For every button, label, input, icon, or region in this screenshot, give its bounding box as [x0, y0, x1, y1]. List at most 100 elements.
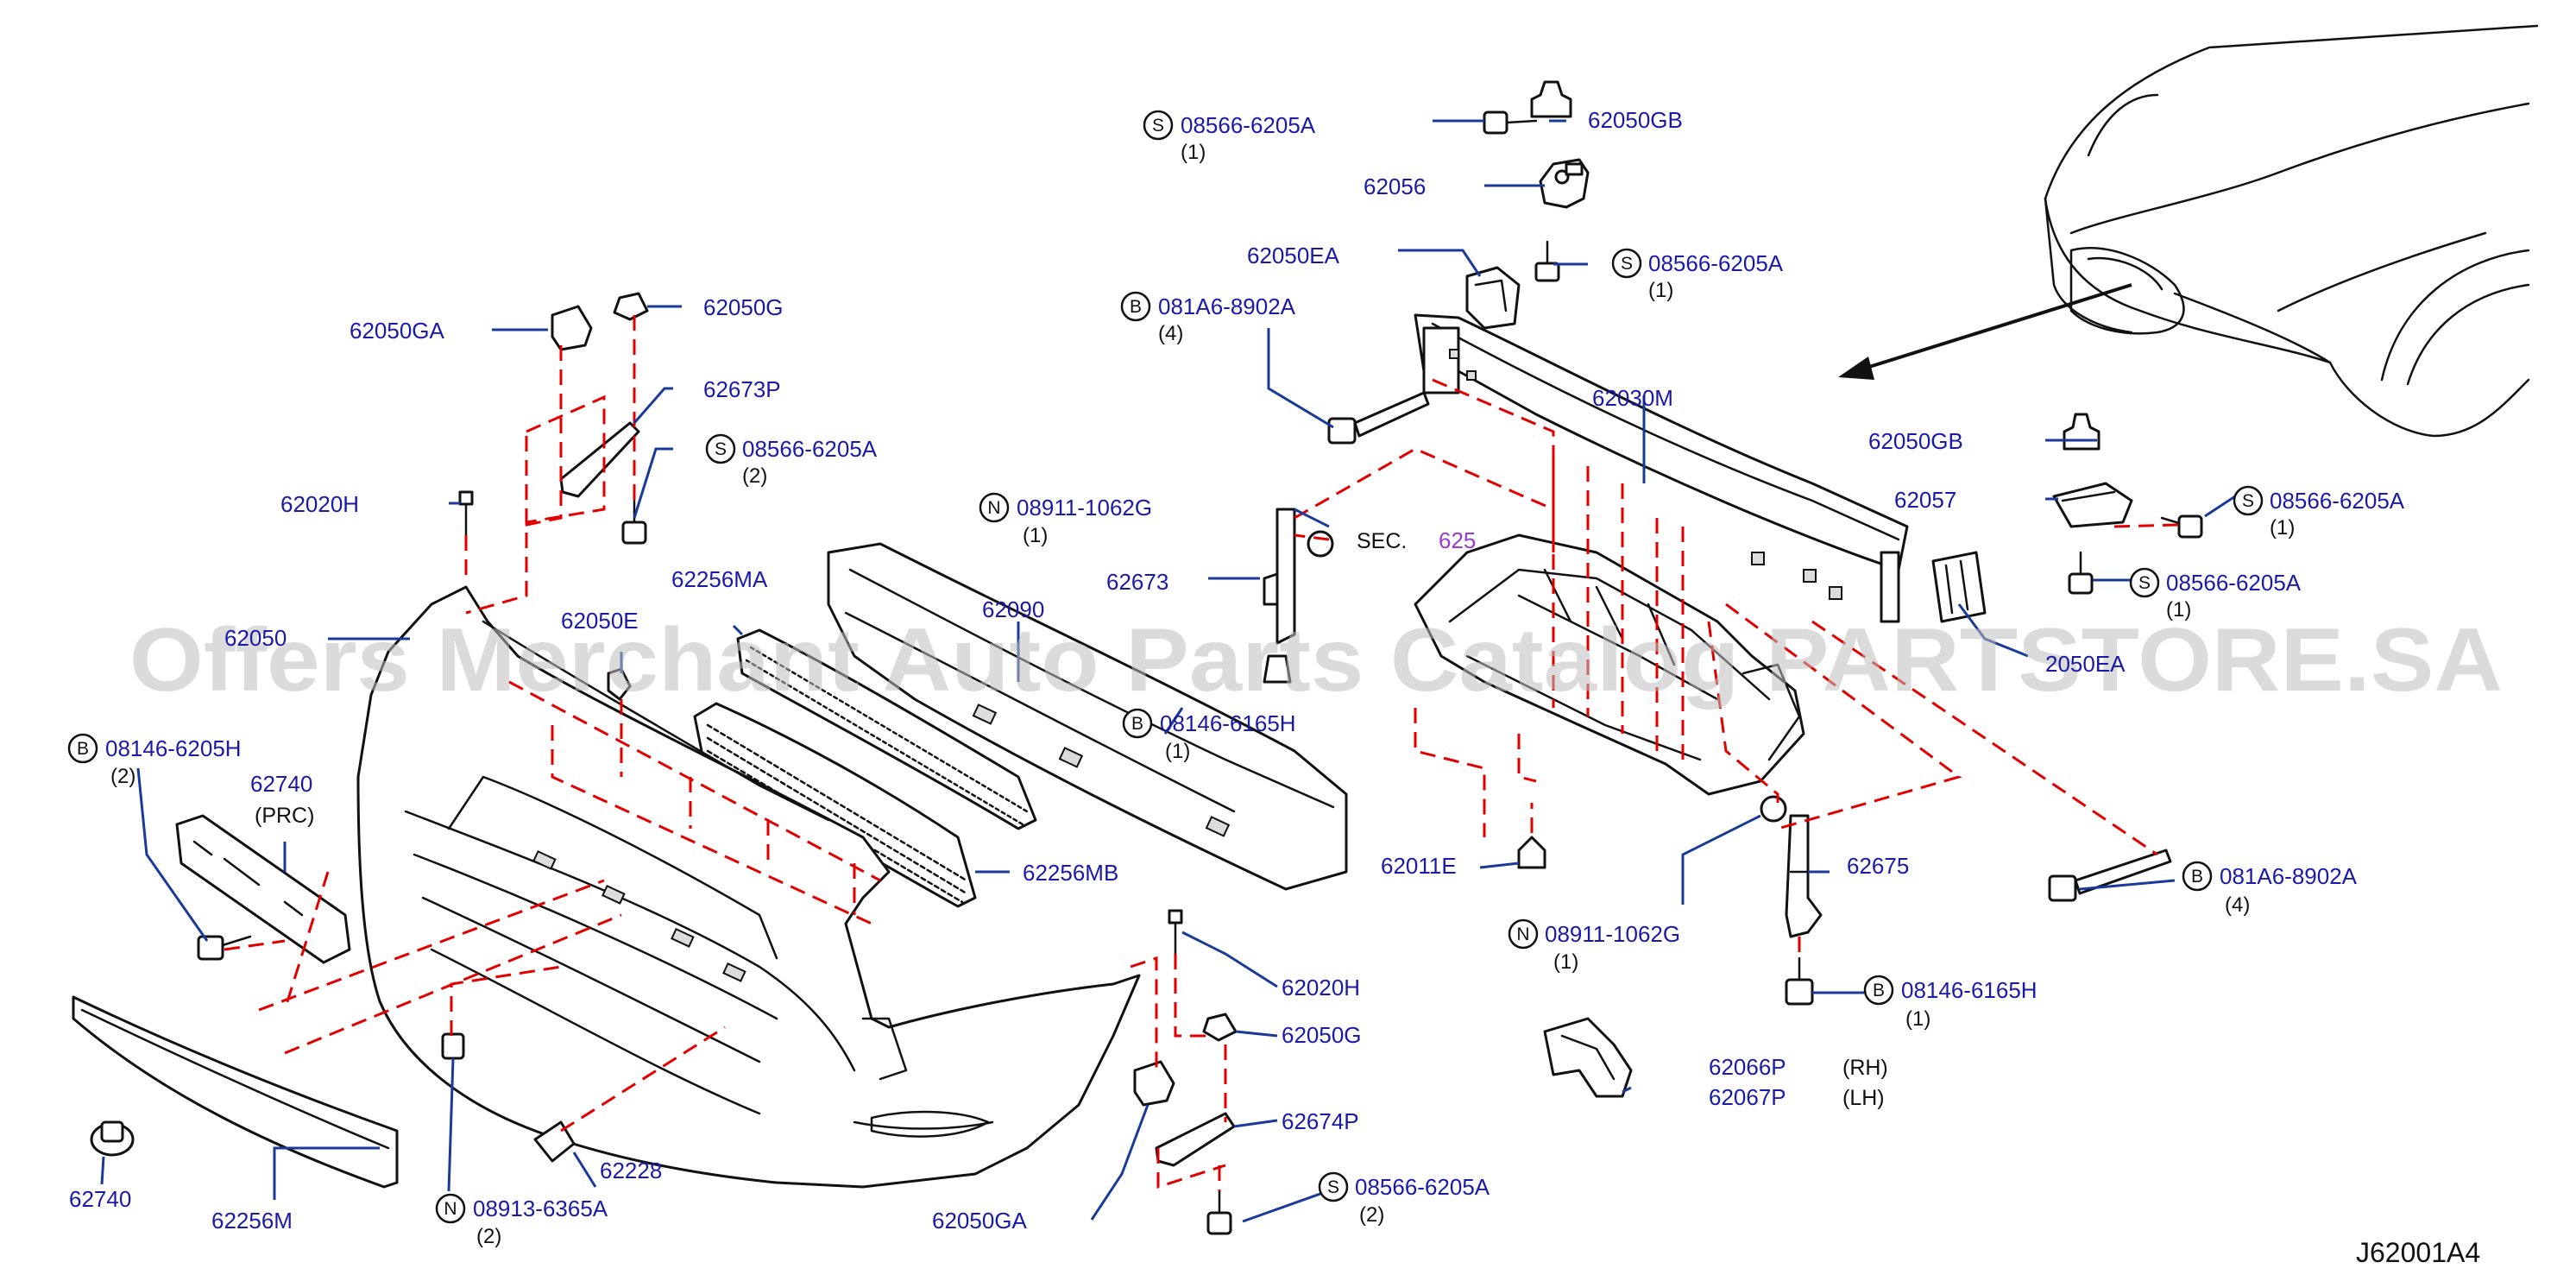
label-62256MA[interactable]: 62256MA: [671, 566, 768, 592]
part-62740-plate-bracket[interactable]: [175, 814, 351, 964]
svg-text:(1): (1): [2270, 516, 2295, 540]
label-62050G-low[interactable]: 62050G: [1282, 1022, 1362, 1048]
callout-c14[interactable]: N 08913-6365A (2): [435, 1193, 608, 1248]
svg-text:S: S: [2242, 491, 2254, 511]
label-62674P[interactable]: 62674P: [1282, 1108, 1359, 1134]
clip-62050GA-low-icon[interactable]: [1133, 1060, 1175, 1107]
bolt-081A6-right-icon[interactable]: [2048, 849, 2172, 902]
bolt-B-08146-left-icon[interactable]: [197, 935, 252, 961]
label-62050GA-low[interactable]: 62050GA: [932, 1208, 1028, 1234]
label-62057[interactable]: 62057: [1894, 487, 1956, 513]
clip-62050G-top-icon[interactable]: [613, 292, 649, 321]
clip-62011E-icon[interactable]: [1517, 836, 1546, 869]
part-62256M-lip[interactable]: [72, 995, 399, 1189]
callout-c3[interactable]: B 081A6-8902A (4): [1120, 291, 1296, 345]
svg-text:B: B: [2191, 867, 2203, 887]
nut-N-08913-icon[interactable]: [441, 1032, 465, 1060]
label-62050G-top[interactable]: 62050G: [703, 294, 784, 320]
svg-text:(1): (1): [1648, 279, 1673, 302]
part-62675-bracket[interactable]: [1785, 814, 1823, 938]
badge-n-icon: [979, 492, 1010, 523]
badge-n-icon: [1508, 918, 1539, 950]
screw-S-08566-mid-icon[interactable]: [1534, 240, 1560, 282]
clip-62050GB-top-icon[interactable]: [1530, 80, 1572, 118]
cap-62228-icon[interactable]: [533, 1120, 576, 1163]
part-62066P-air-guide[interactable]: [1543, 1017, 1633, 1098]
label-62740-clip[interactable]: 62740: [69, 1186, 131, 1212]
label-62090[interactable]: 62090: [982, 596, 1044, 622]
clip-62050GA-top-icon[interactable]: [551, 305, 593, 351]
clip-62050E-icon[interactable]: [607, 667, 632, 701]
screw-S-08566-left-icon[interactable]: [621, 499, 647, 545]
label-62673P[interactable]: 62673P: [703, 376, 781, 402]
label-62050GB-top[interactable]: 62050GB: [1588, 107, 1683, 133]
part-62050EA-top-clip[interactable]: [1465, 266, 1521, 330]
callout-c4[interactable]: S 08566-6205A (1): [2233, 485, 2405, 540]
label-62050GA-top[interactable]: 62050GA: [350, 318, 445, 344]
svg-text:B: B: [1131, 714, 1143, 734]
label-62011E[interactable]: 62011E: [1381, 853, 1457, 879]
bolt-62020H-low-icon[interactable]: [1168, 909, 1183, 956]
part-62673P-bracket[interactable]: [559, 421, 640, 498]
callout-c11[interactable]: N 08911-1062G (1): [1508, 918, 1680, 974]
callout-c9[interactable]: B 08146-6165H (1): [1122, 708, 1296, 763]
label-62050GB-right[interactable]: 62050GB: [1868, 428, 1963, 454]
part-62090-absorber[interactable]: [827, 542, 1348, 891]
label-62256M[interactable]: 62256M: [211, 1208, 293, 1234]
label-62020H-low[interactable]: 62020H: [1282, 975, 1360, 1000]
callout-c6[interactable]: S 08566-6205A (2): [705, 433, 878, 488]
label-lh: (LH): [1842, 1086, 1885, 1110]
label-62067P[interactable]: 62067P: [1709, 1084, 1786, 1110]
part-62673-bracket[interactable]: [1263, 508, 1334, 684]
vehicle-outline: [2044, 24, 2539, 438]
part-62256MA-grille[interactable]: [736, 628, 1037, 830]
callout-c2[interactable]: S 08566-6205A (1): [1611, 248, 1784, 302]
callout-c10[interactable]: B 081A6-8902A (4): [2182, 861, 2358, 917]
part-62030M-reinforcement[interactable]: [1414, 313, 1909, 623]
callout-c5[interactable]: S 08566-6205A (1): [2129, 567, 2302, 622]
part-62057-bracket[interactable]: [2052, 482, 2133, 528]
label-62050-left[interactable]: 62050: [224, 625, 287, 651]
label-62020H-top[interactable]: 62020H: [280, 491, 359, 517]
label-sec[interactable]: SEC.: [1357, 529, 1407, 553]
label-62228[interactable]: 62228: [600, 1158, 662, 1183]
svg-text:(4): (4): [1158, 322, 1183, 345]
clip-62050GB-right-icon[interactable]: [2063, 413, 2100, 451]
label-62056[interactable]: 62056: [1364, 174, 1426, 199]
label-62675[interactable]: 62675: [1847, 853, 1909, 879]
bolt-62020H-top-icon[interactable]: [458, 490, 474, 537]
bolt-B-08146-lower-icon[interactable]: [1785, 956, 1814, 1006]
badge-s-icon: [1318, 1171, 1349, 1202]
screw-S-08566-right2-icon[interactable]: [2068, 551, 2094, 595]
screw-S-08566-right1-icon[interactable]: [2160, 514, 2203, 539]
clip-62740-round-icon[interactable]: [90, 1120, 135, 1157]
part-62674P-bracket[interactable]: [1155, 1112, 1236, 1167]
label-62050EA-top[interactable]: 62050EA: [1247, 243, 1340, 268]
part-62050EA-right-clip[interactable]: [1931, 551, 1987, 623]
screw-S-08566-low-icon[interactable]: [1206, 1190, 1232, 1235]
part-sec-625-support[interactable]: [1414, 533, 1805, 796]
part-62056-bracket[interactable]: [1539, 158, 1590, 209]
label-62066P[interactable]: 62066P: [1709, 1054, 1786, 1080]
label-62673[interactable]: 62673: [1106, 569, 1168, 595]
label-62740-prc[interactable]: 62740: [250, 771, 312, 797]
label-62050EA-right[interactable]: 2050EA: [2045, 651, 2126, 677]
badge-b-icon: [1122, 708, 1153, 739]
callout-c7[interactable]: N 08911-1062G (1): [979, 492, 1152, 547]
label-62050E[interactable]: 62050E: [561, 608, 639, 634]
nut-N-08911-lower-icon[interactable]: [1760, 795, 1787, 823]
label-sec-625[interactable]: 625: [1439, 527, 1476, 553]
label-62030M[interactable]: 62030M: [1592, 385, 1673, 411]
callout-c12[interactable]: B 08146-6165H (1): [1863, 975, 2037, 1031]
callout-c8[interactable]: B 08146-6205H (2): [67, 733, 242, 788]
screw-S-08566-top-icon[interactable]: [1483, 110, 1538, 135]
label-62256MB[interactable]: 62256MB: [1023, 860, 1118, 886]
svg-text:S: S: [1621, 254, 1633, 274]
bolt-081A6-top-icon[interactable]: [1327, 391, 1430, 445]
svg-text:(2): (2): [476, 1225, 501, 1248]
clip-62050G-low-icon[interactable]: [1202, 1013, 1238, 1042]
badge-b-icon: [67, 733, 98, 764]
callout-c1[interactable]: S 08566-6205A (1): [1143, 110, 1316, 164]
svg-text:(1): (1): [1905, 1007, 1930, 1031]
callout-c13[interactable]: S 08566-6205A (2): [1318, 1171, 1490, 1227]
